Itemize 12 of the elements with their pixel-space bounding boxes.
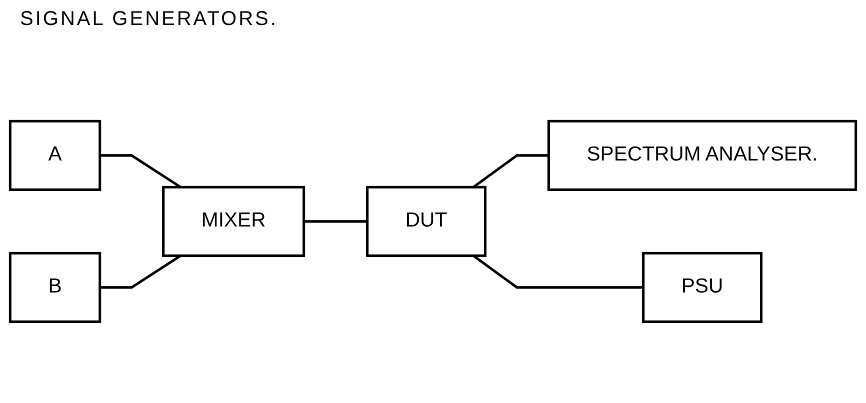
node-box: MIXER xyxy=(162,186,306,258)
connector xyxy=(100,254,182,289)
node-box: PSU xyxy=(642,252,762,324)
node-box: DUT xyxy=(366,186,486,258)
connector xyxy=(304,220,368,223)
connector xyxy=(472,154,549,188)
node-box: SPECTRUM ANALYSER. xyxy=(547,120,858,192)
node-box: A xyxy=(8,120,102,192)
diagram-title: SIGNAL GENERATORS. xyxy=(20,8,278,31)
connector xyxy=(472,254,644,289)
node-box: B xyxy=(8,252,102,324)
connector xyxy=(100,154,182,188)
